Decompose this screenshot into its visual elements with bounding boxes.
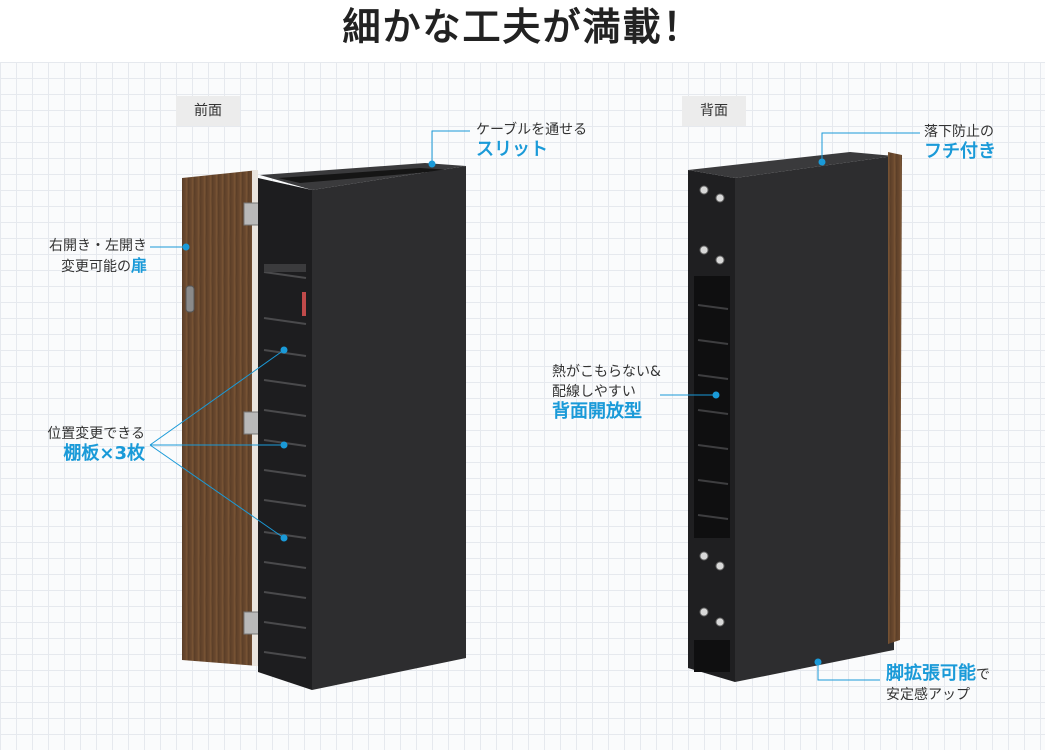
front-cabinet — [258, 163, 466, 690]
callout-edge-highlight: フチ付き — [924, 141, 996, 162]
callout-edge: 落下防止の フチ付き — [924, 124, 996, 162]
callout-open-back-highlight: 背面開放型 — [552, 401, 642, 422]
page-title: 細かな工夫が満載！ — [0, 0, 1045, 62]
callout-open-back: 熱がこもらない& 配線しやすい 背面開放型 — [552, 364, 661, 422]
callout-lines — [149, 130, 920, 681]
callout-legs-highlight: 脚拡張可能 — [886, 663, 976, 684]
callout-shelf-highlight: 棚板×3枚 — [63, 443, 145, 464]
callout-slit-highlight: スリット — [476, 139, 548, 160]
callout-slit: ケーブルを通せる スリット — [476, 122, 588, 160]
callout-shelf: 位置変更できる 棚板×3枚 — [47, 426, 145, 464]
callout-legs: 脚拡張可能で 安定感アップ — [886, 663, 990, 704]
back-cabinet — [688, 152, 902, 682]
tag-back: 背面 — [682, 96, 746, 126]
callout-door-highlight: 扉 — [130, 256, 147, 275]
tag-front: 前面 — [176, 96, 240, 126]
callout-door: 右開き・左開き 変更可能の扉 — [49, 238, 147, 275]
